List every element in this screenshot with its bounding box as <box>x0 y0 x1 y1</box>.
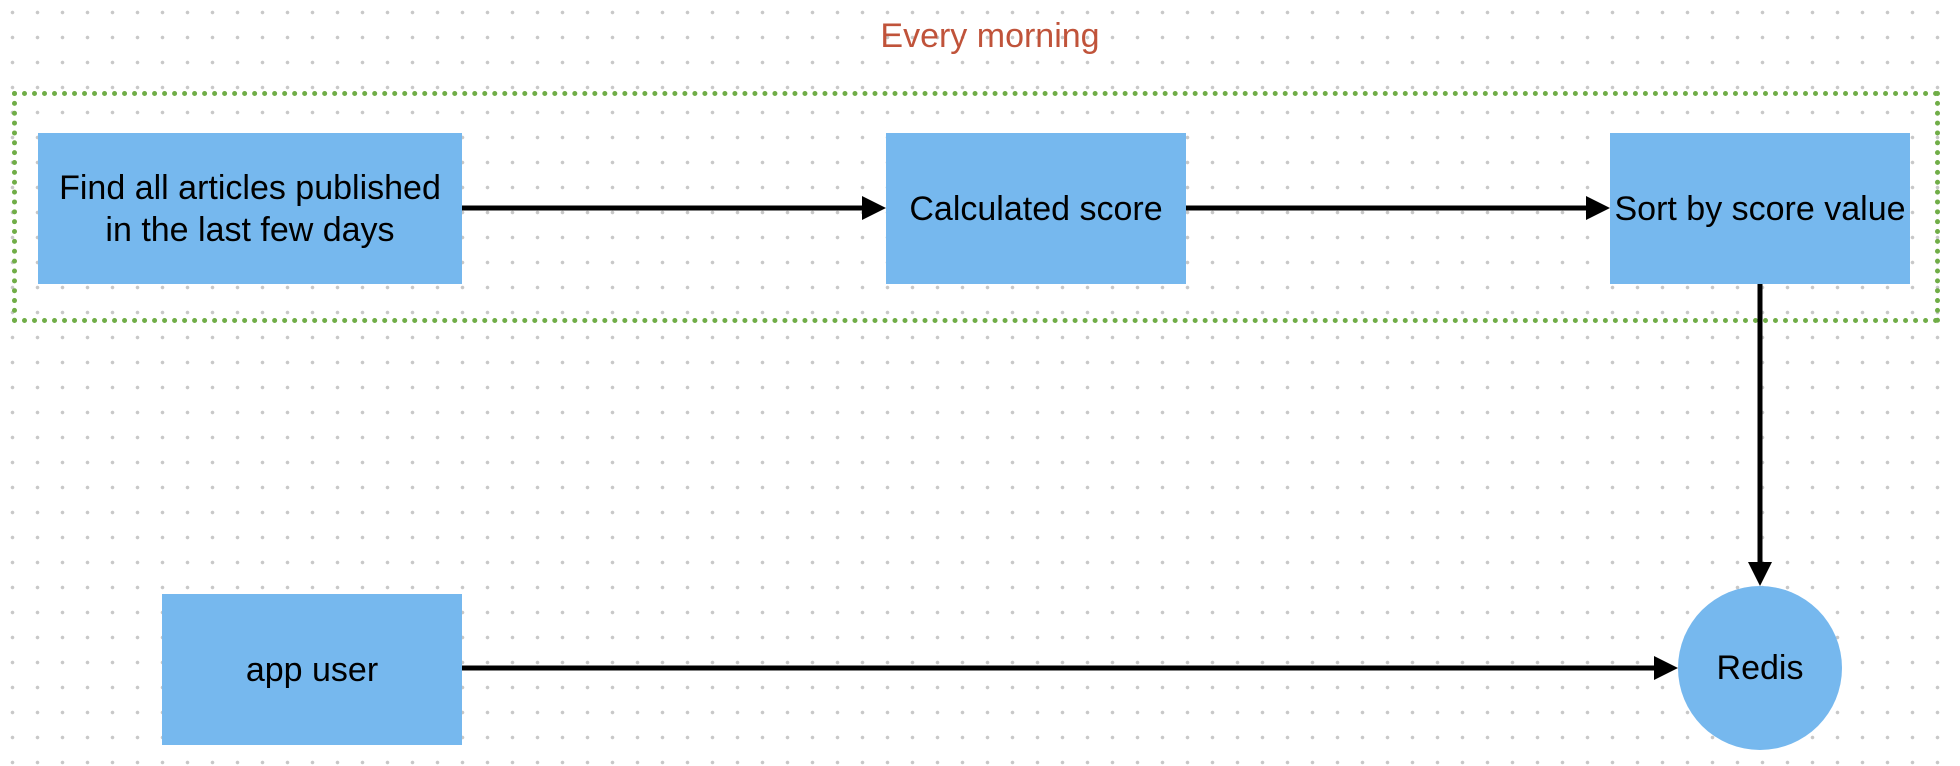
edge-user-to-redis <box>462 656 1678 680</box>
node-calculate-score[interactable]: Calculated score <box>886 133 1186 284</box>
node-find-articles[interactable]: Find all articles published in the last … <box>38 133 462 284</box>
node-redis[interactable]: Redis <box>1678 586 1842 750</box>
node-sort-by-score[interactable]: Sort by score value <box>1610 133 1910 284</box>
node-app-user[interactable]: app user <box>162 594 462 745</box>
group-frame-every-morning <box>12 91 1940 323</box>
edge-sort-to-redis <box>1748 284 1772 586</box>
group-label: Every morning <box>880 17 1100 55</box>
